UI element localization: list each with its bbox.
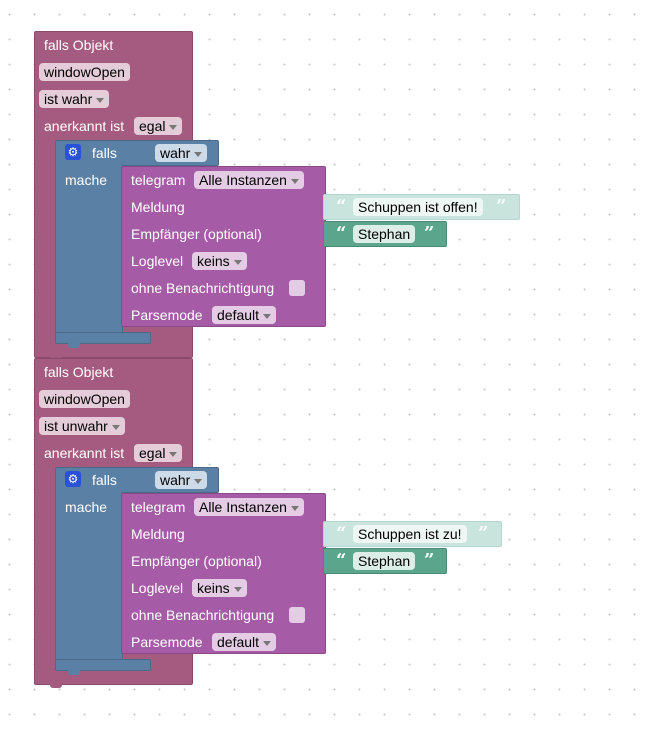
message-label: Meldung [131,199,185,215]
loglevel-value: keins [197,580,230,596]
chevron-down-icon [169,124,178,130]
do-label: mache [65,499,108,515]
ack-label: anerkannt ist [44,118,125,134]
condition-dropdown[interactable]: ist unwahr [39,417,125,435]
parsemode-value: default [217,307,260,323]
condition-dropdown[interactable]: ist wahr [39,90,110,108]
quote-open-icon: “ [336,196,347,217]
if-block-footer[interactable] [55,659,151,671]
block-connector [68,343,80,348]
silent-checkbox[interactable] [289,607,305,623]
if-condition-dropdown[interactable]: wahr [155,144,208,162]
if-block-footer[interactable] [55,332,151,344]
block-connector [50,683,62,688]
chevron-down-icon [194,151,203,157]
message-text-field[interactable]: Schuppen ist zu! [353,525,467,543]
condition-value: ist unwahr [44,418,108,434]
chevron-down-icon [233,259,242,265]
chevron-down-icon [263,313,272,319]
chevron-down-icon [194,478,203,484]
instance-value: Alle Instanzen [199,172,287,188]
ack-value: egal [139,445,166,461]
chevron-down-icon [290,178,299,184]
ack-value: egal [139,118,166,134]
recipient-text-field[interactable]: Stephan [353,225,416,243]
if-condition-value: wahr [160,472,191,488]
chevron-down-icon [290,505,299,511]
instance-dropdown[interactable]: Alle Instanzen [194,171,304,189]
if-block-body[interactable] [55,164,123,334]
gear-icon[interactable]: ⚙ [65,144,81,160]
quote-open-icon: “ [336,523,347,544]
block-connector [68,670,80,675]
loglevel-label: Loglevel [131,253,184,269]
loglevel-dropdown[interactable]: keins [192,252,247,270]
quote-open-icon: “ [336,550,347,571]
loglevel-value: keins [197,253,230,269]
recipient-text-field[interactable]: Stephan [353,552,416,570]
chevron-down-icon [96,97,105,103]
message-text-field[interactable]: Schuppen ist offen! [353,198,483,216]
silent-label: ohne Benachrichtigung [131,607,275,623]
recipient-label: Empfänger (optional) [131,553,262,569]
loglevel-label: Loglevel [131,580,184,596]
message-label: Meldung [131,526,185,542]
parsemode-dropdown[interactable]: default [212,306,277,324]
gear-icon[interactable]: ⚙ [65,471,81,487]
silent-checkbox[interactable] [289,280,305,296]
parsemode-label: Parsemode [131,634,203,650]
telegram-block[interactable] [121,493,326,654]
if-label: falls [92,145,117,161]
if-condition-dropdown[interactable]: wahr [155,471,208,489]
quote-close-icon: ” [478,523,489,544]
silent-label: ohne Benachrichtigung [131,280,275,296]
if-condition-value: wahr [160,145,191,161]
quote-close-icon: ” [424,550,435,571]
loglevel-dropdown[interactable]: keins [192,579,247,597]
quote-close-icon: ” [424,223,435,244]
parsemode-value: default [217,634,260,650]
do-label: mache [65,172,108,188]
quote-close-icon: ” [496,196,507,217]
parsemode-dropdown[interactable]: default [212,633,277,651]
telegram-label: telegram [131,172,186,188]
ack-dropdown[interactable]: egal [134,117,183,135]
chevron-down-icon [111,424,120,430]
instance-dropdown[interactable]: Alle Instanzen [194,498,304,516]
if-label: falls [92,472,117,488]
telegram-label: telegram [131,499,186,515]
ack-dropdown[interactable]: egal [134,444,183,462]
condition-value: ist wahr [44,91,93,107]
if-block-body[interactable] [55,491,123,661]
trigger-header-label: falls Objekt [44,364,114,380]
object-id-field[interactable]: windowOpen [39,63,130,81]
chevron-down-icon [233,586,242,592]
quote-open-icon: “ [336,223,347,244]
ack-label: anerkannt ist [44,445,125,461]
chevron-down-icon [169,451,178,457]
trigger-header-label: falls Objekt [44,37,114,53]
chevron-down-icon [263,640,272,646]
object-id-field[interactable]: windowOpen [39,390,130,408]
instance-value: Alle Instanzen [199,499,287,515]
telegram-block[interactable] [121,166,326,327]
parsemode-label: Parsemode [131,307,203,323]
recipient-label: Empfänger (optional) [131,226,262,242]
